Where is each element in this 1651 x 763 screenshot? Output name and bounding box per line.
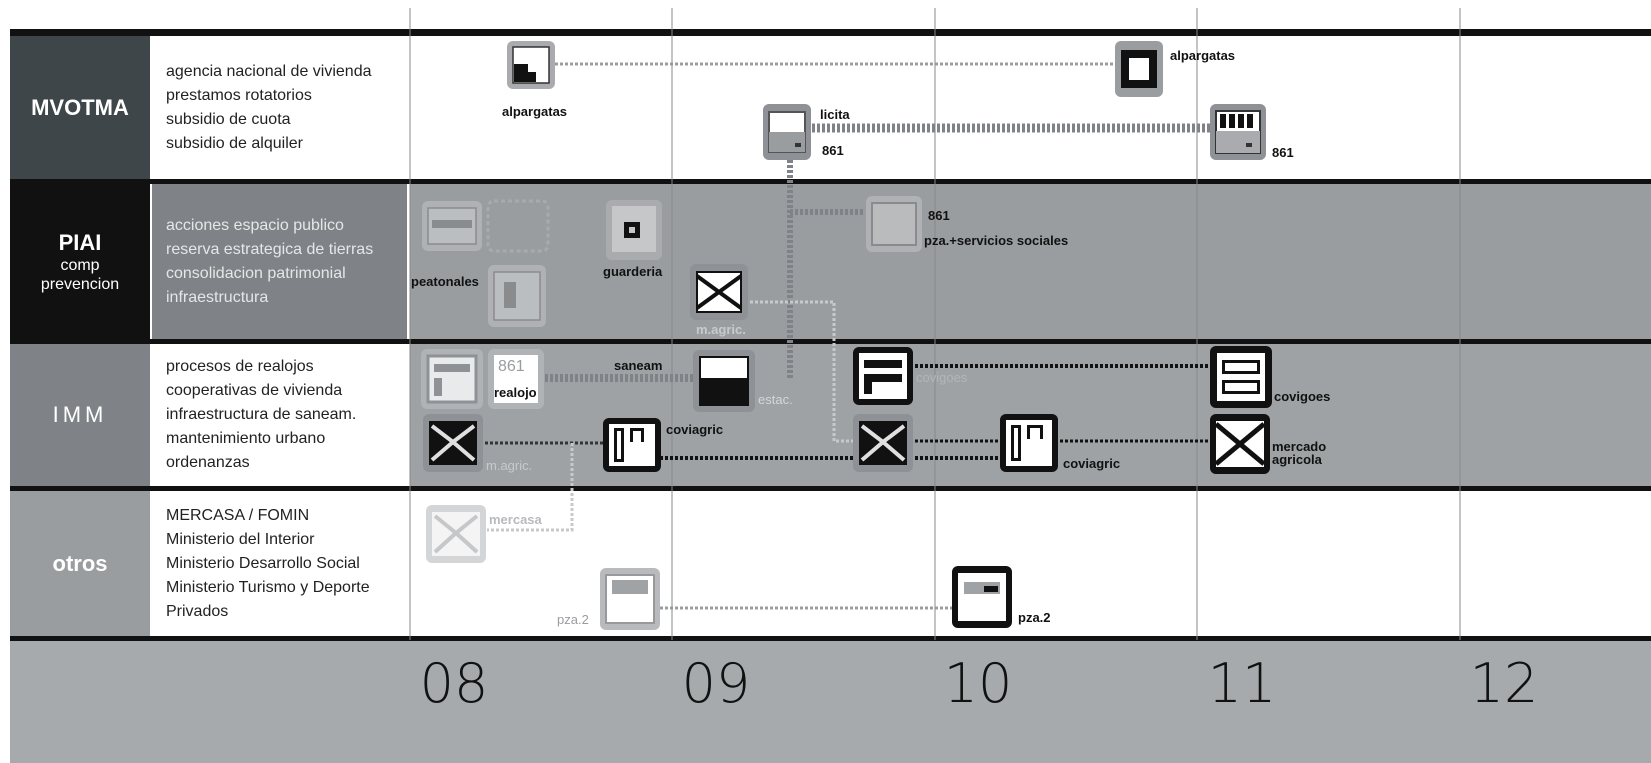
desc-item: Ministerio del Interior bbox=[166, 530, 315, 548]
row-label-otros-title: otros bbox=[52, 550, 108, 576]
peatonales-icon-c bbox=[488, 265, 546, 327]
pza2-icon-a bbox=[600, 568, 660, 630]
year-band bbox=[10, 640, 1651, 763]
m-agric-icon-piai bbox=[690, 264, 748, 320]
label-861-piai: 861 bbox=[928, 208, 950, 223]
covigoes-icon-2 bbox=[1210, 346, 1272, 408]
piai-faded-icons bbox=[422, 196, 922, 327]
piai-row-bg bbox=[410, 183, 1651, 340]
label-mercado-agricola: mercado agricola bbox=[1272, 440, 1326, 466]
row-desc-piai: acciones espacio publico reserva estrate… bbox=[152, 184, 407, 339]
desc-item: mantenimiento urbano bbox=[166, 430, 326, 447]
row-desc-otros: MERCASA / FOMIN Ministerio del Interior … bbox=[152, 491, 407, 636]
saneam-icon bbox=[693, 350, 755, 412]
861-icon-mvotma bbox=[1210, 104, 1266, 160]
coviagric-icon-2 bbox=[1000, 414, 1058, 472]
mercasa-icon bbox=[426, 505, 486, 563]
label-realojo: realojo bbox=[494, 385, 537, 400]
m-agric-icon-imm-2 bbox=[853, 414, 913, 472]
label-alpargatas-2: alpargatas bbox=[1170, 48, 1236, 63]
desc-item: acciones espacio publico bbox=[166, 216, 344, 234]
row-label-otros: otros bbox=[10, 491, 150, 636]
year-label: 08 bbox=[419, 652, 489, 715]
desc-item: reserva estrategica de tierras bbox=[166, 240, 374, 258]
label-pza-servicios: pza.+servicios sociales bbox=[924, 233, 1069, 248]
alpargatas-icon-2 bbox=[1115, 41, 1163, 97]
desc-item: infraestructura bbox=[166, 288, 269, 306]
desc-item: subsidio de alquiler bbox=[166, 134, 303, 152]
label-coviagric-1: coviagric bbox=[666, 422, 724, 437]
row-desc-imm: procesos de realojos cooperativas de viv… bbox=[152, 344, 407, 486]
label-861-mvotma-b: 861 bbox=[1272, 145, 1294, 160]
pza2-icon-b bbox=[952, 566, 1012, 628]
label-pza2-b: pza.2 bbox=[1018, 610, 1051, 625]
row-label-piai-sub-2: prevencion bbox=[40, 275, 120, 293]
desc-item: MERCASA / FOMIN bbox=[166, 506, 310, 524]
year-label: 12 bbox=[1469, 652, 1539, 715]
label-agricola: agricola bbox=[1272, 452, 1322, 467]
label-m-agric-piai: m.agric. bbox=[696, 322, 746, 337]
desc-item: procesos de realojos bbox=[166, 358, 314, 375]
desc-item: agencia nacional de vivienda bbox=[166, 62, 372, 80]
label-861-mvotma-a: 861 bbox=[822, 143, 844, 158]
year-label: 09 bbox=[681, 652, 751, 715]
coviagric-icon-1 bbox=[603, 418, 661, 472]
desc-item: cooperativas de vivienda bbox=[166, 382, 343, 399]
desc-item: Ministerio Turismo y Deporte bbox=[166, 578, 370, 596]
realojo-icon-b bbox=[488, 349, 544, 409]
connectors bbox=[470, 62, 1210, 610]
label-realojo-number: 861 bbox=[498, 358, 525, 375]
peatonales-icon-a bbox=[422, 201, 482, 251]
label-guarderia: guarderia bbox=[603, 264, 663, 279]
label-pza2-a: pza.2 bbox=[557, 612, 589, 627]
year-gridlines bbox=[409, 8, 1461, 640]
connector-mercasa bbox=[487, 443, 574, 532]
label-covigoes-1: covigoes bbox=[916, 370, 968, 385]
desc-item: Privados bbox=[166, 602, 229, 620]
alpargatas-icon-1 bbox=[507, 41, 555, 89]
row-label-mvotma: MVOTMA bbox=[10, 36, 150, 179]
desc-item: prestamos rotatorios bbox=[166, 86, 312, 104]
year-label: 10 bbox=[943, 652, 1013, 715]
year-label: 11 bbox=[1207, 652, 1277, 715]
row-label-imm-title: IMM bbox=[52, 402, 108, 427]
covigoes-icon-1 bbox=[853, 347, 913, 405]
row-label-imm: IMM bbox=[10, 344, 150, 486]
row-label-piai-title: PIAI bbox=[58, 229, 102, 255]
row-desc-mvotma: agencia nacional de vivienda prestamos r… bbox=[152, 36, 407, 179]
row-separators bbox=[10, 29, 1651, 641]
label-saneam: saneam bbox=[614, 358, 663, 373]
label-peatonales: peatonales bbox=[411, 274, 479, 289]
label-m-agric-imm: m.agric. bbox=[486, 458, 533, 473]
mercado-agricola-icon bbox=[1210, 414, 1270, 474]
realojo-icon-a bbox=[421, 349, 483, 409]
desc-item: infraestructura de saneam. bbox=[166, 406, 357, 423]
label-mercasa: mercasa bbox=[489, 512, 542, 527]
label-covigoes-2: covigoes bbox=[1274, 389, 1331, 404]
licita-icon bbox=[763, 104, 811, 160]
label-licita: licita bbox=[820, 107, 850, 122]
desc-item: subsidio de cuota bbox=[166, 110, 291, 128]
desc-item: Ministerio Desarrollo Social bbox=[166, 554, 360, 572]
861-icon-piai bbox=[866, 196, 922, 252]
label-coviagric-2: coviagric bbox=[1063, 456, 1121, 471]
guarderia-icon bbox=[606, 200, 662, 260]
desc-item: consolidacion patrimonial bbox=[166, 264, 346, 282]
row-label-piai-sub-1: comp bbox=[60, 256, 100, 274]
m-agric-icon-imm bbox=[423, 414, 483, 472]
row-label-piai: PIAI comp prevencion bbox=[10, 184, 150, 339]
label-estac: estac. bbox=[758, 392, 793, 407]
desc-item: ordenanzas bbox=[166, 454, 250, 471]
label-alpargatas-1: alpargatas bbox=[502, 104, 568, 119]
label-mercado: mercado bbox=[1272, 439, 1327, 454]
peatonales-icon-b bbox=[486, 199, 550, 253]
row-label-mvotma-title: MVOTMA bbox=[31, 94, 129, 120]
